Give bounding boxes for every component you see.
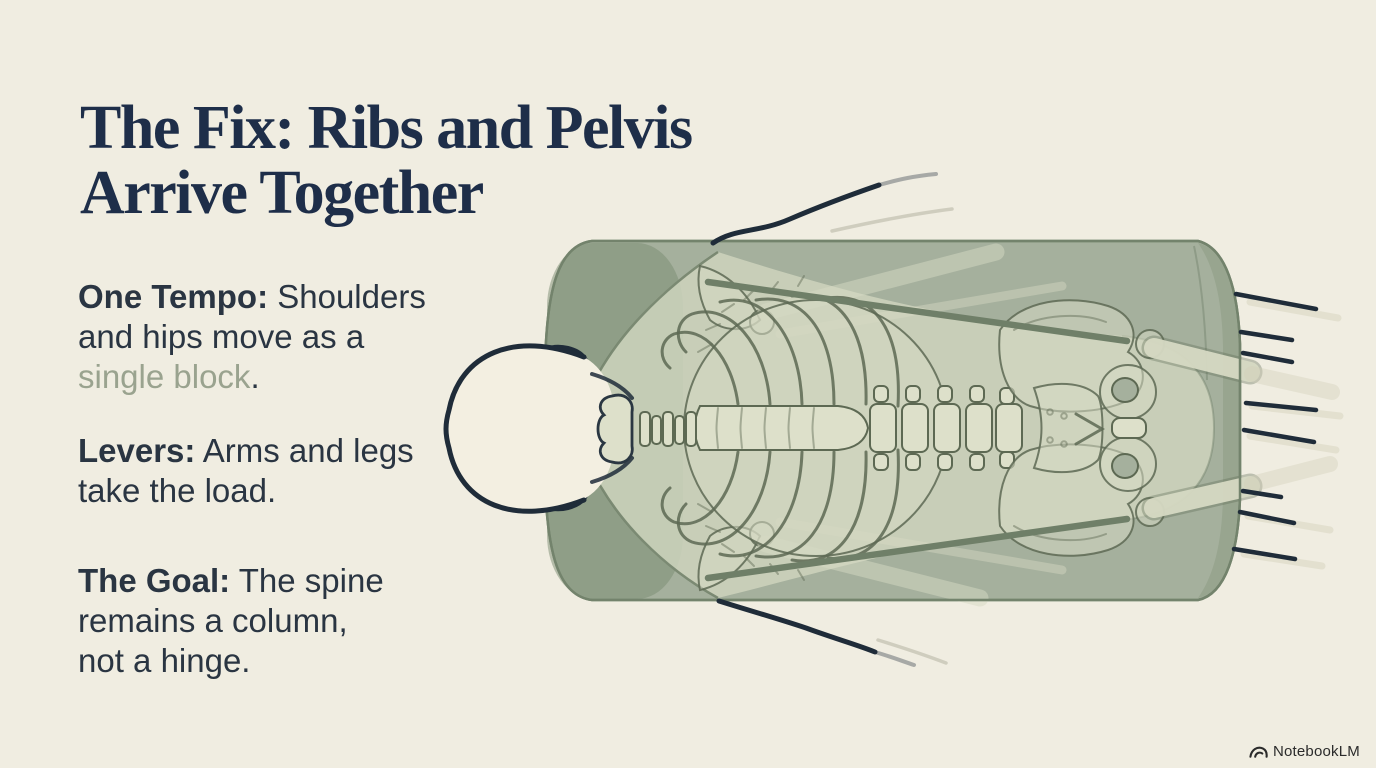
text-segment-normal: . bbox=[250, 358, 260, 395]
text-segment-bold: The Goal: bbox=[78, 562, 231, 599]
text-segment-bold: One Tempo: bbox=[78, 278, 269, 315]
notebooklm-watermark: NotebookLM bbox=[1249, 743, 1360, 760]
note-levers: Levers: Arms and legs take the load. bbox=[78, 431, 478, 511]
cervical-vertebrae bbox=[639, 411, 697, 447]
cylinder-right-cap bbox=[1198, 243, 1240, 598]
arm-line-top bbox=[704, 278, 1131, 345]
text-segment-bold: Levers: bbox=[78, 432, 196, 469]
arm-line-bottom bbox=[704, 515, 1131, 582]
note-the-goal: The Goal: The spine remains a column, no… bbox=[78, 561, 478, 681]
text-segment-normal: Shoulders and hips move as a bbox=[78, 278, 426, 355]
spine bbox=[639, 385, 1023, 471]
head bbox=[443, 343, 634, 514]
lumbar-vertebrae bbox=[869, 385, 1023, 471]
page-title: The Fix: Ribs and Pelvis Arrive Together bbox=[80, 93, 693, 228]
swimmer-skeleton-illustration bbox=[443, 172, 1344, 667]
skeleton-group bbox=[639, 243, 1340, 607]
atlas-vertebra bbox=[596, 393, 634, 465]
text-segment-normal: Arms and legs take the load. bbox=[78, 432, 414, 509]
cylinder-outline bbox=[543, 239, 1242, 602]
femurs bbox=[1141, 335, 1340, 521]
note-one-tempo: One Tempo: Shoulders and hips move as a … bbox=[78, 277, 478, 397]
leg-kick-lines bbox=[1231, 291, 1344, 570]
text-segment-muted: single block bbox=[78, 358, 251, 395]
text-segment-normal: The spine remains a column, not a hinge. bbox=[78, 562, 384, 679]
notebooklm-logo-icon bbox=[1249, 746, 1268, 758]
arm-splash-curves bbox=[710, 172, 954, 667]
notebooklm-label: NotebookLM bbox=[1272, 743, 1360, 760]
